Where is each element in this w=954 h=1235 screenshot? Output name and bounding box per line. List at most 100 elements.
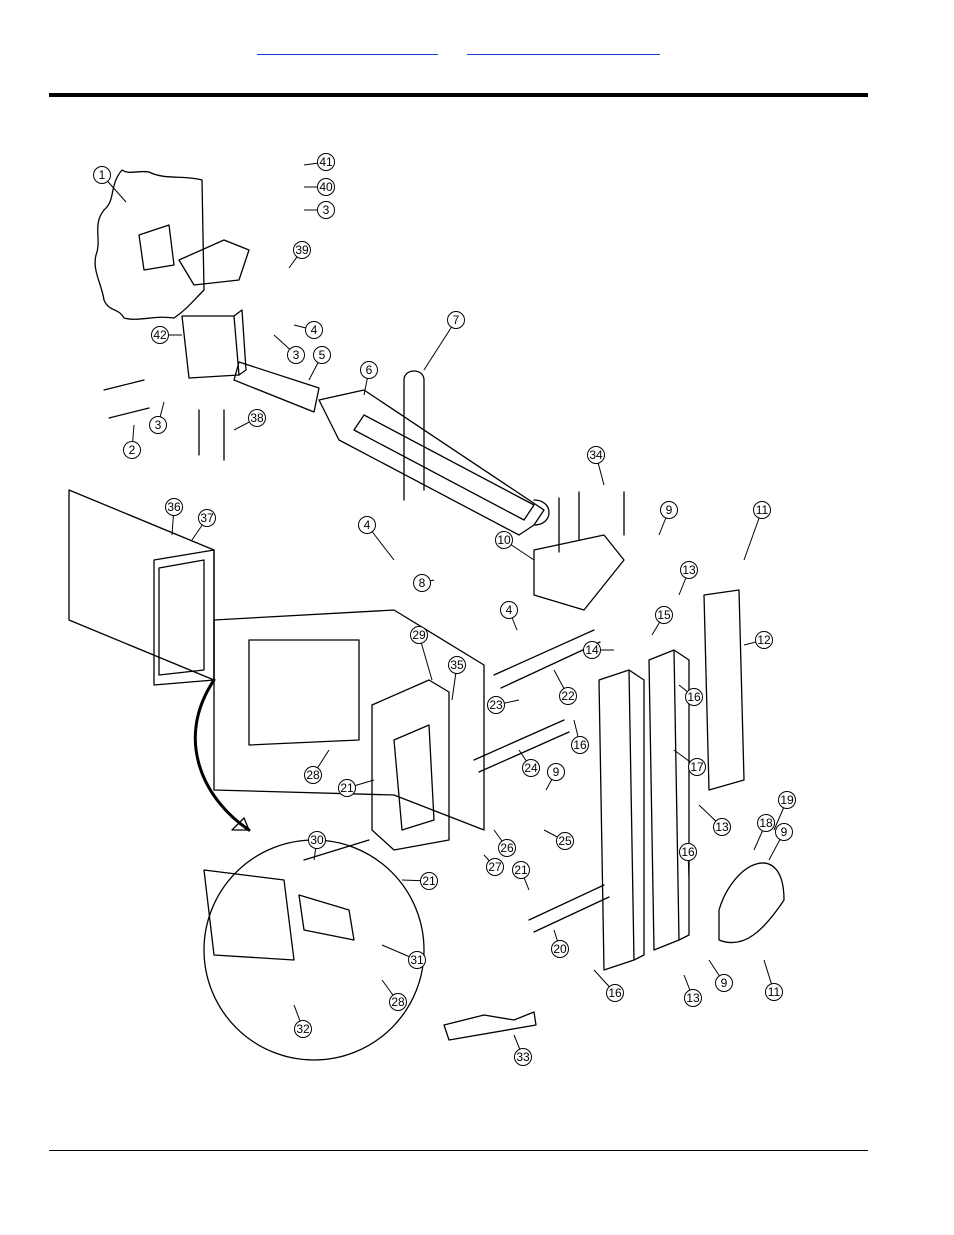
header-link-left[interactable]	[257, 40, 438, 55]
callout-16: 16	[679, 843, 697, 881]
callout-number: 21	[422, 874, 436, 888]
u-bolt	[403, 370, 425, 501]
callout-number: 32	[296, 1022, 310, 1036]
callout-1: 1	[93, 166, 127, 203]
callout-17: 17	[673, 749, 706, 776]
callout-number: 11	[756, 503, 769, 517]
callout-number: 16	[608, 986, 622, 1000]
callout-9: 9	[768, 823, 793, 861]
callout-25: 25	[543, 829, 574, 850]
pin-long	[493, 629, 601, 689]
callout-3: 3	[304, 201, 335, 219]
mount-plate	[533, 534, 625, 611]
strap-plate	[443, 1011, 537, 1041]
callout-number: 18	[759, 816, 773, 830]
hub-bracket	[178, 239, 250, 286]
callout-3: 3	[149, 401, 167, 434]
callout-35: 35	[448, 656, 466, 701]
callout-number: 34	[589, 448, 603, 462]
callout-number: 20	[553, 942, 567, 956]
link-arm	[718, 862, 785, 944]
callout-number: 6	[366, 363, 373, 377]
callout-34: 34	[587, 446, 605, 486]
callout-24: 24	[518, 749, 540, 777]
callout-number: 21	[514, 863, 528, 877]
callout-15: 15	[651, 606, 673, 636]
callout-number: 29	[412, 628, 426, 642]
toolbar-frame	[68, 489, 215, 681]
callout-number: 16	[681, 845, 695, 859]
callout-14: 14	[583, 641, 614, 659]
callout-3: 3	[273, 334, 305, 364]
callout-number: 38	[250, 411, 264, 425]
callout-9: 9	[708, 959, 733, 992]
callout-16: 16	[678, 684, 703, 706]
callout-number: 9	[721, 976, 728, 990]
callout-number: 10	[497, 533, 511, 547]
callout-5: 5	[308, 346, 331, 381]
callout-number: 13	[686, 991, 700, 1005]
callout-13: 13	[698, 804, 731, 836]
callout-number: 7	[453, 313, 460, 327]
callout-number: 39	[295, 243, 309, 257]
bottom-rule	[49, 1150, 868, 1151]
callout-27: 27	[483, 854, 504, 876]
callout-number: 19	[780, 793, 794, 807]
callout-number: 30	[310, 833, 324, 847]
callout-31: 31	[381, 944, 426, 969]
callout-number: 5	[319, 348, 326, 362]
callout-9: 9	[545, 763, 565, 791]
callout-number: 17	[690, 760, 704, 774]
callout-6: 6	[360, 361, 378, 396]
callout-number: 9	[553, 765, 560, 779]
callout-number: 23	[489, 698, 503, 712]
callout-number: 3	[323, 203, 330, 217]
callout-number: 31	[410, 953, 424, 967]
callout-7: 7	[423, 311, 465, 371]
callout-29: 29	[410, 626, 433, 681]
callout-number: 40	[319, 180, 333, 194]
callout-11: 11	[743, 501, 771, 561]
callout-number: 15	[657, 608, 671, 622]
callout-number: 28	[306, 768, 320, 782]
callout-number: 37	[200, 511, 214, 525]
callout-22: 22	[553, 669, 577, 705]
callout-number: 2	[129, 443, 136, 457]
callout-number: 27	[488, 860, 502, 874]
callout-21: 21	[338, 779, 375, 797]
callout-number: 22	[561, 689, 575, 703]
callout-9: 9	[658, 501, 678, 536]
callout-26: 26	[493, 829, 516, 857]
callout-28: 28	[381, 979, 407, 1011]
callout-number: 3	[155, 418, 162, 432]
callout-41: 41	[303, 153, 335, 171]
top-rule	[49, 93, 868, 97]
shank-tube	[233, 361, 320, 413]
callout-36: 36	[165, 498, 183, 536]
callout-number: 12	[757, 633, 771, 647]
upright-left	[598, 669, 635, 971]
upright-right	[648, 649, 680, 951]
callout-number: 16	[573, 738, 587, 752]
callout-12: 12	[743, 631, 773, 649]
callout-39: 39	[288, 241, 311, 269]
callout-number: 4	[311, 323, 318, 337]
callout-number: 21	[340, 781, 354, 795]
main-beam	[213, 609, 485, 831]
callout-21: 21	[401, 872, 438, 890]
callout-8: 8	[413, 574, 435, 592]
callout-number: 11	[768, 985, 781, 999]
callout-number: 3	[293, 348, 300, 362]
header-link-right[interactable]	[467, 40, 660, 55]
callout-21: 21	[512, 861, 530, 891]
callout-number: 24	[524, 761, 538, 775]
callout-number: 8	[419, 576, 426, 590]
callout-38: 38	[233, 409, 266, 431]
callout-number: 28	[391, 995, 405, 1009]
callout-13: 13	[683, 974, 702, 1007]
callout-18: 18	[753, 814, 775, 851]
coulter-blade	[94, 169, 205, 320]
callout-10: 10	[495, 531, 535, 561]
